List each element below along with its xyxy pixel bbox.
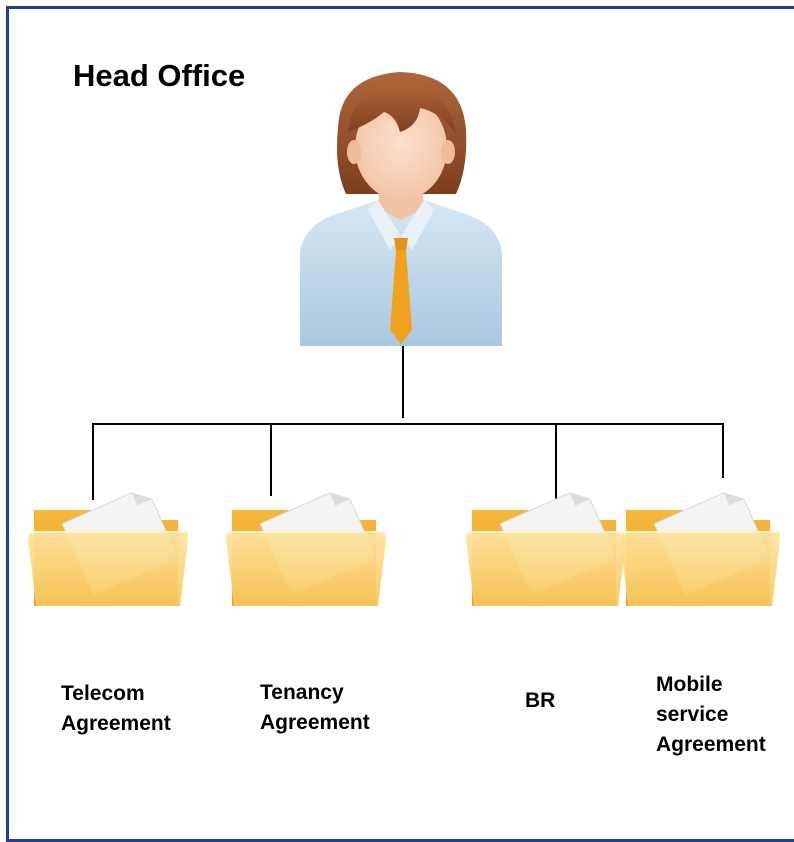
person-icon xyxy=(300,72,502,346)
page-title: Head Office xyxy=(73,58,246,93)
label-line: Mobile xyxy=(656,673,723,696)
folder-label-br: BR xyxy=(525,686,555,716)
label-line: BR xyxy=(525,689,556,712)
label-line: Tenancy xyxy=(260,681,344,704)
label-line: Agreement xyxy=(61,712,171,735)
folder-label-telecom: Telecom Agreement xyxy=(61,679,171,739)
label-line: Agreement xyxy=(260,711,370,734)
label-line: service xyxy=(656,703,729,726)
folder-icon[interactable] xyxy=(620,480,780,610)
folder-icon[interactable] xyxy=(466,480,626,610)
label-line: Telecom xyxy=(61,682,145,705)
folder-icon[interactable] xyxy=(28,480,188,610)
folder-label-tenancy: Tenancy Agreement xyxy=(260,678,370,738)
folder-icon[interactable] xyxy=(226,480,386,610)
label-line: Agreement xyxy=(656,733,766,756)
folder-label-mobile: Mobile service Agreement xyxy=(656,670,766,760)
